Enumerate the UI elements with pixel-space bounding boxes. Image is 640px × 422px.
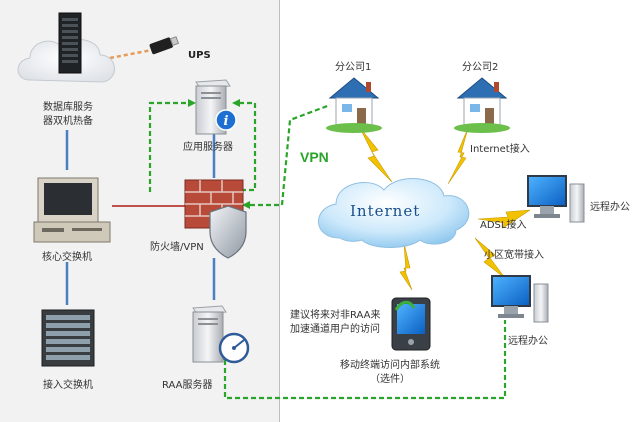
desktop-switch-icon	[33, 177, 111, 243]
branch2-label: 分公司2	[462, 61, 498, 73]
db-server-label: 数据库服务器双机热备	[43, 100, 93, 127]
monitor-icon	[491, 275, 549, 323]
shield-icon	[209, 205, 247, 259]
pda-icon	[391, 297, 431, 351]
branch1-label: 分公司1	[335, 61, 371, 73]
vpn-paths	[148, 101, 507, 400]
house-icon	[326, 77, 382, 133]
server-rack-icon	[58, 12, 82, 74]
vpn-label: VPN	[300, 149, 329, 165]
adsl-label: ADSL接入	[480, 218, 526, 231]
mobile-label: 移动终端访问内部系统（选件）	[340, 358, 440, 385]
raa-server-label: RAA服务器	[162, 378, 213, 391]
link-ups	[109, 48, 153, 60]
house-icon	[454, 77, 510, 133]
core-switch-label: 核心交换机	[42, 250, 92, 263]
community-label: 小区宽带接入	[484, 248, 544, 261]
access-switch-label: 接入交换机	[43, 378, 93, 391]
db-cluster	[17, 12, 115, 83]
suggestion-label: 建议将来对非RAA来加速通道用户的访问	[290, 308, 381, 335]
ups-label: UPS	[188, 50, 211, 61]
firewall-label: 防火墙/VPN	[150, 240, 204, 253]
raa-server-icon	[192, 305, 250, 364]
internet-access-label: Internet接入	[470, 142, 530, 155]
rack-switch-icon	[41, 309, 95, 367]
monitor-icon	[527, 175, 585, 223]
remote-office2-label: 远程办公	[508, 334, 548, 347]
lightning-bolts	[359, 127, 531, 291]
remote-office-label: 远程办公	[590, 200, 630, 213]
server-info-icon: i	[195, 79, 237, 135]
internet-cloud-icon	[318, 178, 470, 248]
svg-text:i: i	[224, 114, 229, 129]
usb-ups-icon	[149, 36, 180, 55]
app-server-label: 应用服务器	[183, 140, 233, 153]
internet-label: Internet	[350, 202, 420, 220]
